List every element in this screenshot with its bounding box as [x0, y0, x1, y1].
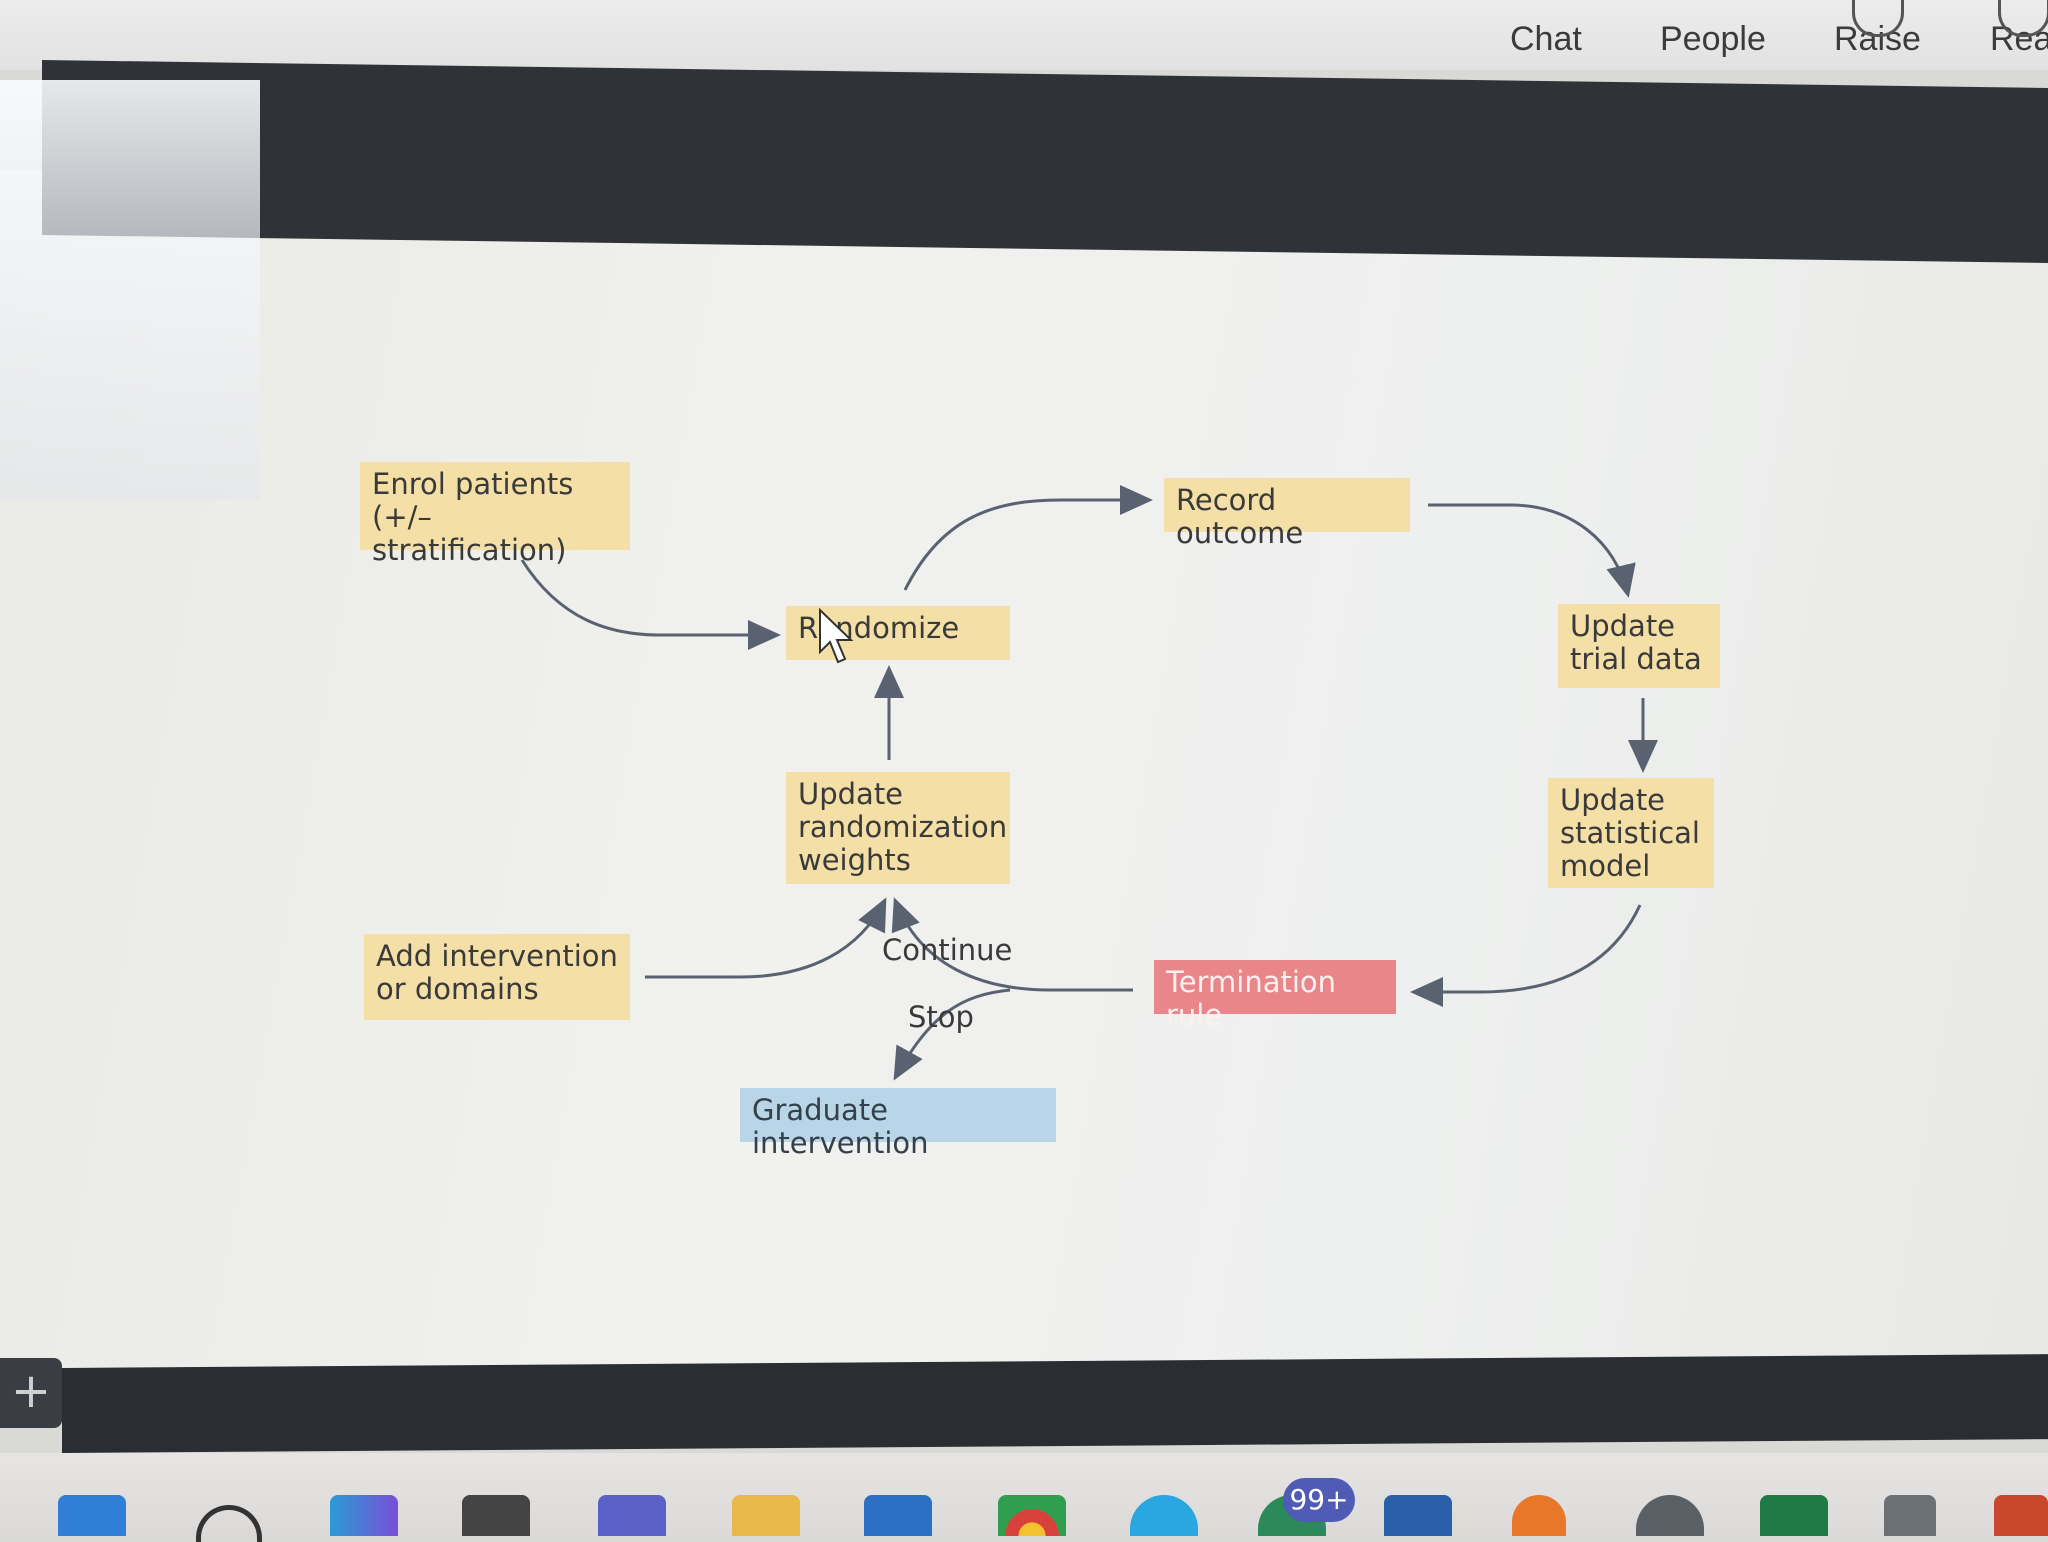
- arrow-termination-continue: [891, 897, 1133, 992]
- arrow-model-to-termination: [1410, 904, 1642, 1007]
- chat-label: Chat: [1510, 20, 1582, 58]
- stop-label: Stop: [908, 1000, 974, 1034]
- add-intervention-box: Add intervention or domains: [364, 934, 630, 1020]
- vlc-icon[interactable]: [1512, 1495, 1566, 1536]
- file-explorer-icon[interactable]: [732, 1495, 800, 1536]
- screen-glare: [0, 80, 260, 500]
- excel-icon[interactable]: [1760, 1495, 1828, 1536]
- copilot-icon[interactable]: [330, 1495, 398, 1536]
- raise-hand-button[interactable]: Raise: [1834, 0, 1921, 59]
- chat-button[interactable]: Chat: [1510, 20, 1582, 59]
- mouse-cursor-icon: [819, 608, 854, 664]
- people-label: People: [1660, 20, 1766, 58]
- meeting-toolbar: Chat People Raise Reac: [0, 0, 2048, 70]
- raise-hand-icon: [1852, 0, 1904, 37]
- record-outcome-box: Record outcome: [1164, 478, 1410, 550]
- raise-label: Raise: [1834, 20, 1921, 58]
- screen-bottom-bar: [62, 1354, 2048, 1453]
- react-button[interactable]: Reac: [1990, 0, 2048, 59]
- task-view-icon[interactable]: [462, 1495, 530, 1536]
- arrow-add-to-weights: [645, 897, 887, 979]
- update-statistical-model-box: Update statistical model: [1548, 778, 1714, 888]
- notification-badge: 99+: [1283, 1478, 1355, 1522]
- arrow-record-to-update-trial: [1428, 503, 1636, 598]
- calculator-icon[interactable]: [1884, 1495, 1936, 1536]
- arrow-randomize-to-record: [903, 485, 1153, 591]
- chrome-icon[interactable]: [998, 1495, 1066, 1536]
- enrol-patients-box: Enrol patients (+/– stratification): [360, 462, 630, 567]
- arrow-termination-stop: [893, 988, 1011, 1081]
- word-icon[interactable]: [1384, 1495, 1452, 1536]
- termination-rule-box: Termination rule: [1154, 960, 1396, 1032]
- powerpoint-icon[interactable]: [1994, 1495, 2048, 1536]
- add-button[interactable]: +: [0, 1358, 62, 1428]
- graduate-intervention-box: Graduate intervention: [740, 1088, 1056, 1160]
- shared-screen: [0, 170, 2048, 1380]
- continue-label: Continue: [882, 933, 1013, 967]
- store-icon[interactable]: [864, 1495, 932, 1536]
- arrow-enrol-to-randomize: [520, 559, 781, 650]
- teams-icon[interactable]: [598, 1495, 666, 1536]
- update-trial-data-box: Update trial data: [1558, 604, 1720, 688]
- update-randomization-weights-box: Update randomization weights: [786, 772, 1010, 884]
- start-icon[interactable]: [58, 1495, 126, 1536]
- people-button[interactable]: People: [1660, 20, 1766, 59]
